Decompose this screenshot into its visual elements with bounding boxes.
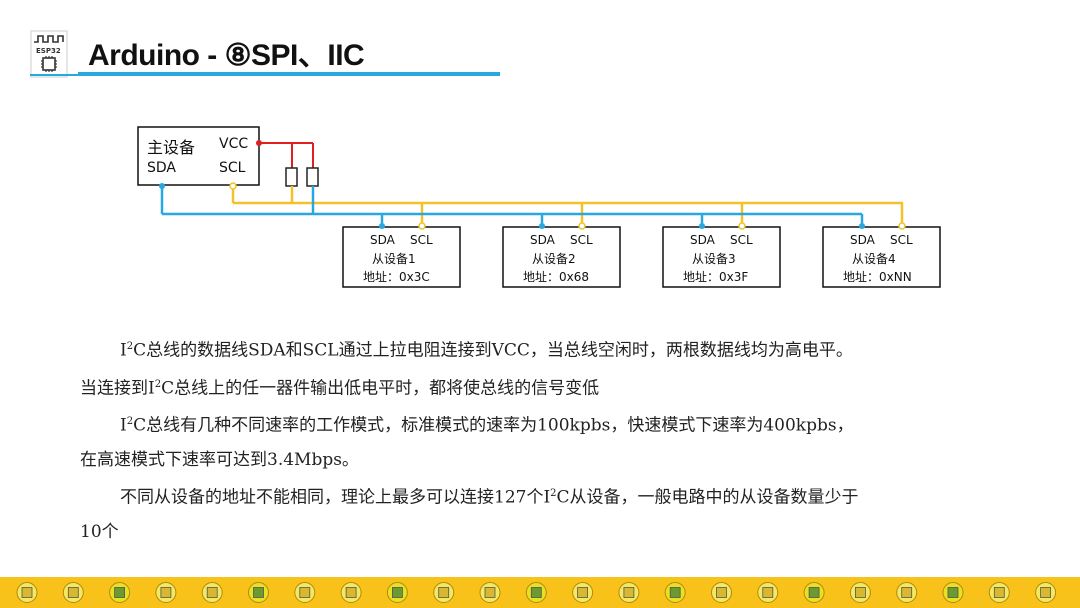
chip-icon bbox=[757, 582, 779, 603]
slave-1-address: 地址：0x3C bbox=[363, 270, 430, 284]
slave-3-scl-label: SCL bbox=[730, 233, 753, 247]
title-underline-left bbox=[30, 74, 78, 76]
footer-chip-strip bbox=[0, 577, 1080, 608]
chip-icon bbox=[155, 582, 177, 603]
slave-2-sda-label: SDA bbox=[530, 233, 555, 247]
slave-4-name: 从设备4 bbox=[852, 252, 896, 266]
master-vcc-label: VCC bbox=[219, 136, 249, 152]
slave-box-3 bbox=[662, 226, 781, 288]
text-run: C总线有几种不同速率的工作模式，标准模式的速率为100kpbs，快速模式下速率为… bbox=[133, 415, 854, 436]
text-run: I bbox=[120, 415, 127, 436]
slave-2-name: 从设备2 bbox=[532, 252, 576, 266]
master-scl-label: SCL bbox=[219, 160, 246, 176]
i2c-bus-diagram: 主设备 VCC SDA SCL SDA SCL 从设备1 地址：0x3C SDA… bbox=[0, 0, 1080, 300]
chip-icon bbox=[386, 582, 408, 603]
superscript: 2 bbox=[154, 378, 162, 390]
chip-icon bbox=[896, 582, 918, 603]
title-underline bbox=[78, 72, 500, 76]
slave-4-address: 地址：0xNN bbox=[843, 270, 912, 284]
chip-icon bbox=[618, 582, 640, 603]
paragraph-3-line-2: 10个 bbox=[80, 521, 119, 542]
chip-icon bbox=[16, 582, 38, 603]
text-run: C从设备，一般电路中的从设备数量少于 bbox=[556, 487, 859, 508]
superscript: 2 bbox=[126, 416, 134, 428]
master-scl-pin bbox=[229, 182, 237, 190]
page-title: Arduino - ⑧SPI、IIC bbox=[88, 39, 365, 72]
pullup-resistor-scl bbox=[285, 167, 298, 187]
paragraph-1-line-1: I2C总线的数据线SDA和SCL通过上拉电阻连接到VCC，当总线空闲时，两根数据… bbox=[80, 330, 1020, 368]
slave-3-name: 从设备3 bbox=[692, 252, 736, 266]
master-sda-label: SDA bbox=[147, 160, 176, 176]
text-run: C总线上的任一器件输出低电平时，都将使总线的信号变低 bbox=[161, 378, 600, 399]
master-vcc-pin bbox=[256, 140, 262, 146]
paragraph-2-line-2: 在高速模式下速率可达到3.4Mbps。 bbox=[80, 449, 359, 470]
master-device-box bbox=[137, 126, 260, 186]
slave-2-address: 地址：0x68 bbox=[523, 270, 590, 284]
chip-icon bbox=[62, 582, 84, 603]
vcc-pullup-lines bbox=[259, 142, 314, 168]
chip-icon bbox=[109, 582, 131, 603]
scl-bus-line bbox=[231, 186, 904, 227]
slave-1-scl-label: SCL bbox=[410, 233, 433, 247]
chip-icon bbox=[248, 582, 269, 603]
esp32-logo: ESP32 bbox=[30, 30, 68, 78]
slave-2-scl-label: SCL bbox=[570, 233, 593, 247]
explanation-text: I2C总线的数据线SDA和SCL通过上拉电阻连接到VCC，当总线空闲时，两根数据… bbox=[80, 330, 1020, 549]
chip-icon bbox=[340, 582, 362, 603]
pullup-resistor-sda bbox=[306, 167, 319, 187]
text-run: C总线的数据线SDA和SCL通过上拉电阻连接到VCC，当总线空闲时，两根数据线均… bbox=[133, 340, 853, 361]
chip-icon bbox=[433, 582, 455, 603]
paragraph-3-line-1: 不同从设备的地址不能相同，理论上最多可以连接127个I2C从设备，一般电路中的从… bbox=[80, 477, 1020, 515]
slave-3-address: 地址：0x3F bbox=[683, 270, 749, 284]
chip-icon bbox=[294, 582, 316, 603]
master-sda-pin bbox=[159, 183, 165, 189]
master-label: 主设备 bbox=[147, 138, 196, 157]
slave-box-2 bbox=[502, 226, 621, 288]
logo-label: ESP32 bbox=[36, 47, 61, 55]
slave-1-name: 从设备1 bbox=[372, 252, 416, 266]
chip-icon bbox=[803, 582, 825, 603]
text-run: I bbox=[120, 340, 127, 361]
chip-icon bbox=[479, 582, 501, 603]
slave-1-sda-label: SDA bbox=[370, 233, 395, 247]
slave-3-sda-label: SDA bbox=[690, 233, 715, 247]
superscript: 2 bbox=[126, 341, 134, 352]
chip-icon bbox=[525, 582, 547, 603]
slave-4-scl-label: SCL bbox=[890, 233, 913, 247]
text-run: 不同从设备的地址不能相同，理论上最多可以连接127个I bbox=[120, 487, 551, 508]
chip-icon bbox=[1035, 582, 1057, 603]
chip-icon bbox=[988, 582, 1010, 603]
paragraph-2-line-1: I2C总线有几种不同速率的工作模式，标准模式的速率为100kpbs，快速模式下速… bbox=[80, 405, 1020, 443]
chip-icon bbox=[711, 582, 732, 603]
chip-icon bbox=[849, 582, 871, 603]
slave-4-sda-label: SDA bbox=[850, 233, 875, 247]
chip-icon bbox=[942, 582, 964, 603]
sda-bus-line bbox=[160, 186, 864, 227]
chip-icon bbox=[664, 582, 686, 603]
slave-box-4 bbox=[822, 226, 941, 288]
text-run: 当连接到I bbox=[80, 378, 155, 399]
slave-box-1 bbox=[342, 226, 461, 288]
chip-icon bbox=[201, 582, 223, 603]
superscript: 2 bbox=[550, 487, 557, 499]
slave-pins bbox=[379, 222, 906, 230]
paragraph-1-line-2: 当连接到I2C总线上的任一器件输出低电平时，都将使总线的信号变低 bbox=[80, 368, 1020, 406]
chip-icon bbox=[572, 582, 594, 603]
